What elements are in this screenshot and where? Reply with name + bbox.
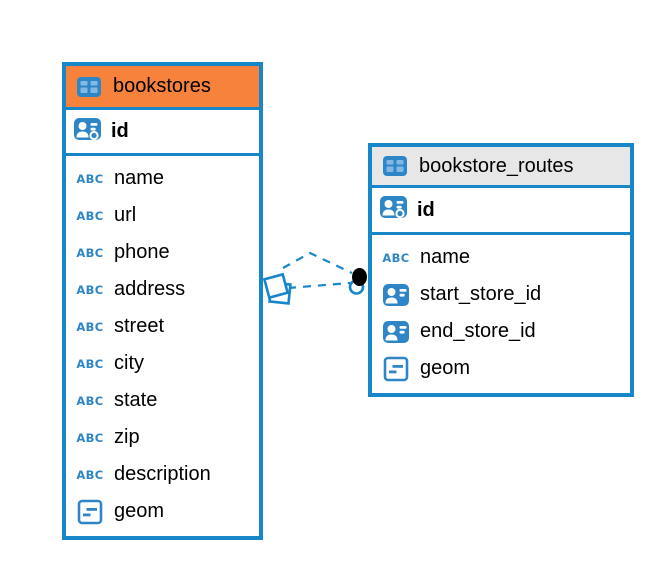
column-row-zip[interactable]: ABC zip [66,419,259,456]
table-icon [74,75,104,99]
column-row-start-store-id[interactable]: start_store_id [372,276,630,313]
column-name: geom [420,357,471,379]
column-name: address [114,278,186,300]
column-name: zip [114,426,140,448]
primary-key-icon [379,194,409,226]
column-row-address[interactable]: ABC address [66,271,259,308]
relationship-line[interactable] [287,281,351,290]
foreign-key-icon [381,319,411,345]
column-name: end_store_id [420,320,536,342]
column-name: url [114,204,137,226]
text-type-icon: ABC [76,208,104,223]
column-row-description[interactable]: ABC description [66,456,259,493]
text-type-icon: ABC [76,393,104,408]
text-type-icon: ABC [76,467,104,482]
table-header[interactable]: bookstore_routes [372,147,630,188]
column-row-name[interactable]: ABC name [66,160,259,197]
text-type-icon: ABC [76,245,104,260]
column-name: city [114,352,144,374]
column-row-id[interactable]: id [66,110,259,156]
column-name: name [114,167,165,189]
column-name: geom [114,500,165,522]
column-row-end-store-id[interactable]: end_store_id [372,313,630,350]
column-row-phone[interactable]: ABC phone [66,234,259,271]
column-row-city[interactable]: ABC city [66,345,259,382]
column-row-geom[interactable]: geom [372,350,630,387]
text-type-icon: ABC [76,171,104,186]
relationship-dot-marker[interactable] [348,268,367,295]
text-type-icon: ABC [76,356,104,371]
column-name: description [114,463,211,485]
table-columns: ABC name ABC url ABC phone ABC address A… [66,156,259,536]
text-type-icon: ABC [76,282,104,297]
table-title: bookstore_routes [419,154,574,177]
column-name: id [417,198,435,221]
table-bookstore-routes[interactable]: bookstore_routes id ABC name [368,143,634,397]
table-title: bookstores [113,75,211,97]
geometry-type-icon [381,356,411,382]
column-name: name [420,246,471,268]
column-name: start_store_id [420,283,542,305]
primary-key-icon [73,116,103,148]
geometry-type-icon [75,499,105,525]
text-type-icon: ABC [76,319,104,334]
column-row-street[interactable]: ABC street [66,308,259,345]
relationship-diamond-marker[interactable] [262,272,292,305]
column-name: phone [114,241,170,263]
column-row-geom[interactable]: geom [66,493,259,530]
table-bookstores[interactable]: bookstores id ABC name ABC url [62,62,263,540]
column-row-state[interactable]: ABC state [66,382,259,419]
column-name: id [111,120,129,142]
column-name: state [114,389,158,411]
column-row-url[interactable]: ABC url [66,197,259,234]
text-type-icon: ABC [76,430,104,445]
foreign-key-icon [381,282,411,308]
table-icon [380,154,410,178]
relationship-line[interactable] [282,251,353,274]
table-columns: ABC name start_store_id [372,235,630,393]
column-name: street [114,315,165,337]
column-row-id[interactable]: id [372,188,630,235]
table-header[interactable]: bookstores [66,66,259,110]
text-type-icon: ABC [382,250,410,265]
column-row-name[interactable]: ABC name [372,239,630,276]
